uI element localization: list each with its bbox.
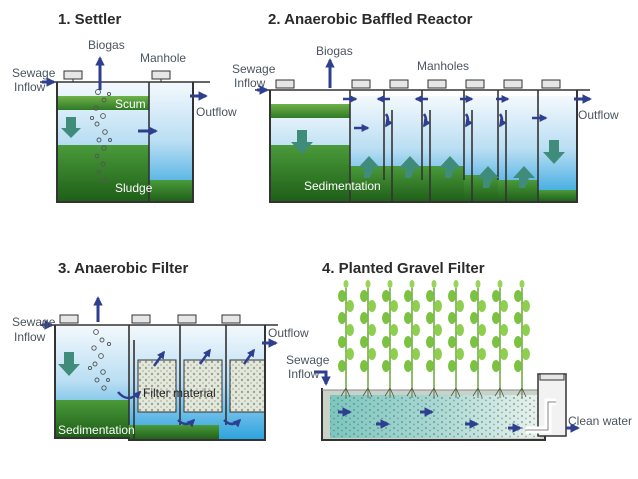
abr-title: 2. Anaerobic Baffled Reactor <box>268 11 473 28</box>
settler-sludge-left <box>57 145 149 202</box>
af-baffles <box>128 325 227 440</box>
abr-flow-arrows <box>343 94 548 133</box>
abr-inflow-label: Inflow <box>234 76 266 90</box>
abr-outflow-label: Outflow <box>578 108 619 122</box>
af-filter-block-3 <box>229 359 266 413</box>
pgf-inflow-label: Inflow <box>288 367 320 381</box>
settler-title: 1. Settler <box>58 11 122 28</box>
settler-bubbles <box>89 89 112 183</box>
abr-biogas-label: Biogas <box>316 44 353 58</box>
abr-sludge-bed-2 <box>464 175 498 202</box>
abr-settling-arrow <box>291 130 313 154</box>
pgf-flow-arrows <box>338 407 580 433</box>
settler-sewage-label: Sewage <box>12 66 56 80</box>
pgf-plants <box>337 279 531 399</box>
abr-sludge-bed-3 <box>498 180 538 202</box>
af-manholes <box>59 314 241 324</box>
settler-sludge-label: Sludge <box>115 181 153 195</box>
settler-manhole-label: Manhole <box>140 51 186 65</box>
af-settler-sludge <box>55 400 129 438</box>
abr-up-arrows <box>358 156 535 188</box>
abr-sewage-label: Sewage <box>232 62 276 76</box>
af-inflow-label: Inflow <box>14 330 46 344</box>
abr-sedimentation-label: Sedimentation <box>304 179 381 193</box>
pgf-gravel <box>330 395 540 438</box>
abr-down-arrow <box>543 140 565 164</box>
settler-scum-layer <box>57 96 149 110</box>
af-bottom-sludge <box>129 425 219 440</box>
abr-sludge-bed-4 <box>538 190 577 202</box>
panel-abr: 2. Anaerobic Baffled Reactor <box>232 11 619 203</box>
pgf-clean-water-label: Clean water <box>568 414 632 428</box>
panel-af: 3. Anaerobic Filter <box>12 260 309 441</box>
pgf-sewage-label: Sewage <box>286 353 330 367</box>
panel-pgf: 4. Planted Gravel Filter <box>286 260 632 441</box>
af-filter-block-1 <box>137 359 177 413</box>
pgf-title: 4. Planted Gravel Filter <box>322 260 485 277</box>
af-tank-outline <box>54 325 266 441</box>
pgf-inflow-arrow <box>314 370 331 386</box>
panel-settler: 1. Settler <box>12 11 237 203</box>
abr-manholes-label: Manholes <box>417 59 469 73</box>
abr-settler-sludge <box>270 145 350 202</box>
settler-biogas-label: Biogas <box>88 38 125 52</box>
abr-manholes <box>275 79 561 89</box>
af-sedimentation-label: Sedimentation <box>58 423 135 437</box>
af-filter-block-2 <box>183 359 223 413</box>
af-title: 3. Anaerobic Filter <box>58 260 188 277</box>
af-filter-material-label: Filter material <box>143 386 216 400</box>
settler-inflow-label: Inflow <box>14 80 46 94</box>
settler-manhole-right <box>151 70 171 80</box>
settler-sludge-right <box>149 180 193 202</box>
settler-outflow-label: Outflow <box>196 105 237 119</box>
abr-scum <box>270 104 350 118</box>
settler-tank-outline <box>56 82 194 203</box>
af-bubbles <box>87 329 112 391</box>
pgf-outlet-cover <box>539 373 565 381</box>
af-outflow-label: Outflow <box>268 326 309 340</box>
settler-settling-arrow <box>61 117 81 138</box>
af-flow-arrows <box>117 348 256 428</box>
af-sewage-label: Sewage <box>12 315 56 329</box>
settler-scum-label: Scum <box>115 97 146 111</box>
settler-manhole-left <box>63 70 83 80</box>
abr-tank-outline <box>269 90 578 203</box>
af-settling-arrow <box>58 352 80 376</box>
